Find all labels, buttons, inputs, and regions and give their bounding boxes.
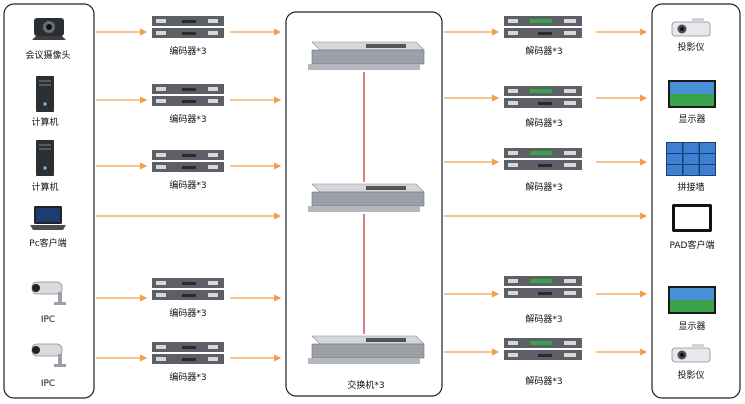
source-label: 计算机 [31, 181, 58, 193]
encoder-label: 编码器*3 [169, 371, 206, 383]
encoder-stack: 编码器*3 [152, 16, 224, 57]
display-item: 投影仪 [671, 18, 711, 53]
source-label: Pc客户端 [29, 237, 66, 249]
display-label: 显示器 [678, 114, 705, 125]
network-switch: 交换机*3 [308, 335, 425, 391]
encoder-stack: 编码器*3 [152, 84, 224, 125]
desktop-tower-icon [36, 140, 54, 176]
cctv-camera-icon [31, 343, 66, 367]
display-panel [651, 3, 741, 399]
switch-panel [285, 11, 443, 397]
network-switch [308, 41, 425, 70]
display-item: PAD客户端 [670, 204, 715, 251]
encoder-label: 编码器*3 [169, 113, 206, 125]
encoder-stack: 编码器*3 [152, 278, 224, 319]
display-item: 显示器 [668, 80, 716, 125]
decoder-label: 解码器*3 [525, 375, 562, 387]
source-item: IPC [31, 281, 66, 325]
decoder-stack: 解码器*3 [504, 86, 582, 129]
encoder-stack: 编码器*3 [152, 150, 224, 191]
desktop-tower-icon [36, 76, 54, 112]
encoder-stack: 编码器*3 [152, 342, 224, 383]
encoder-label: 编码器*3 [169, 307, 206, 319]
decoder-label: 解码器*3 [525, 45, 562, 57]
display-label: 投影仪 [677, 369, 704, 381]
source-label: IPC [41, 379, 55, 389]
display-label: 显示器 [678, 321, 705, 332]
conference-camera-icon [32, 18, 66, 40]
source-item: 计算机 [31, 76, 59, 128]
monitor-icon [668, 286, 716, 314]
source-panel [3, 3, 95, 399]
switch-label: 交换机*3 [347, 379, 384, 391]
tablet-icon [672, 204, 712, 232]
decoder-label: 解码器*3 [525, 313, 562, 325]
encoder-label: 编码器*3 [169, 45, 206, 57]
display-label: PAD客户端 [670, 239, 715, 251]
encoder-label: 编码器*3 [169, 179, 206, 191]
decoder-stack: 解码器*3 [504, 338, 582, 387]
laptop-icon [30, 206, 66, 230]
display-item: 显示器 [668, 286, 716, 332]
source-label: 会议摄像头 [25, 49, 70, 61]
source-item: 计算机 [31, 140, 59, 193]
cctv-camera-icon [31, 281, 66, 305]
source-label: IPC [41, 315, 55, 325]
source-item: IPC [31, 343, 66, 389]
decoder-label: 解码器*3 [525, 181, 562, 193]
projector-icon [671, 18, 711, 37]
decoder-stack: 解码器*3 [504, 148, 582, 193]
decoder-stack: 解码器*3 [504, 276, 582, 325]
decoder-stack: 解码器*3 [504, 16, 582, 57]
monitor-icon [668, 80, 716, 108]
source-item: 会议摄像头 [25, 18, 71, 61]
decoder-label: 解码器*3 [525, 117, 562, 129]
video-wall-icon [666, 142, 716, 176]
source-item: Pc客户端 [29, 206, 67, 249]
network-switch [308, 183, 425, 212]
display-item: 拼接墙 [666, 142, 716, 193]
source-label: 计算机 [31, 116, 58, 128]
display-item: 投影仪 [671, 344, 711, 381]
display-label: 投影仪 [677, 41, 704, 53]
projector-icon [671, 344, 711, 363]
display-label: 拼接墙 [677, 181, 704, 193]
